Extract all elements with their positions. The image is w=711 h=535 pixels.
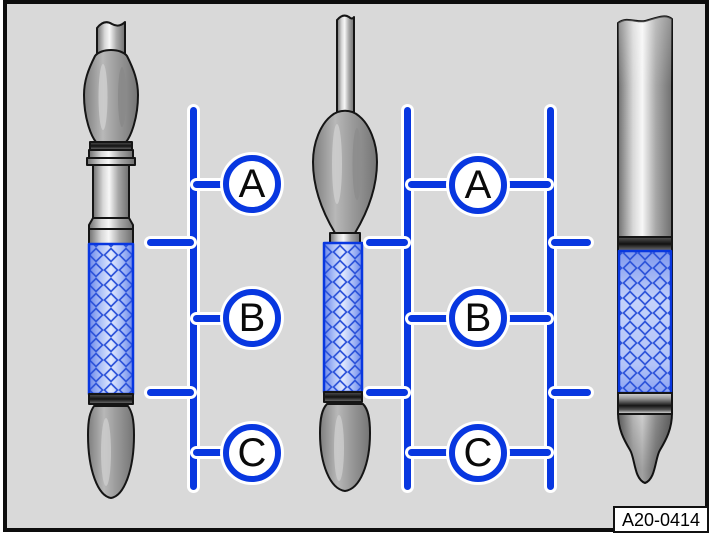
callout-badge-group2-a: A [449, 156, 507, 214]
dipstick-flat-blade-illustration [617, 15, 673, 484]
callout-badge-group1-a: A [223, 155, 281, 213]
callout-ruler-2-tick-lower-right [551, 389, 591, 396]
callout-badge-group1-c: C [223, 424, 281, 482]
dipstick1-stem [92, 164, 130, 219]
callout-badge-group2-b: B [449, 289, 507, 347]
dipstick3-oil-level-hatch-zone [617, 249, 673, 395]
dipstick2-oil-level-hatch-zone [322, 241, 364, 394]
callout-ruler-2-tick-upper-left [366, 239, 408, 246]
callout-ruler-2-line-left [404, 107, 411, 490]
callout-letter: C [463, 431, 493, 475]
callout-ruler-1-branch-b [193, 315, 229, 322]
figure-reference-box: A20-0414 [613, 506, 709, 533]
dipstick2-lower-grip [319, 403, 371, 492]
callout-ruler-1-tick-upper [147, 239, 194, 246]
dipstick1-upper-grip [83, 49, 139, 143]
dipstick-long-stem-illustration [312, 14, 378, 492]
dipstick2-broken-stem [336, 14, 355, 113]
callout-ruler-1-tick-lower [147, 389, 194, 396]
callout-ruler-2-line-right [547, 107, 554, 490]
dipstick2-grip [312, 109, 378, 234]
dipstick1-oil-level-hatch-zone [87, 242, 135, 396]
callout-badge-group1-b: B [223, 289, 281, 347]
callout-letter: B [238, 296, 266, 340]
callout-ruler-1-line [190, 107, 197, 490]
figure-reference-code: A20-0414 [621, 509, 701, 530]
callout-ruler-1-branch-a [193, 181, 229, 188]
callout-letter: A [464, 163, 492, 207]
callout-ruler-2-tick-upper-right [551, 239, 591, 246]
callout-letter: B [464, 296, 492, 340]
callout-ruler-1-branch-c [193, 449, 229, 456]
callout-letter: A [238, 162, 266, 206]
dipstick1-broken-stem [96, 21, 126, 54]
dipstick-round-grip-illustration [83, 21, 139, 499]
callout-letter: C [237, 431, 267, 475]
callout-ruler-2-tick-lower-left [366, 389, 408, 396]
callout-badge-group2-c: C [449, 424, 507, 482]
